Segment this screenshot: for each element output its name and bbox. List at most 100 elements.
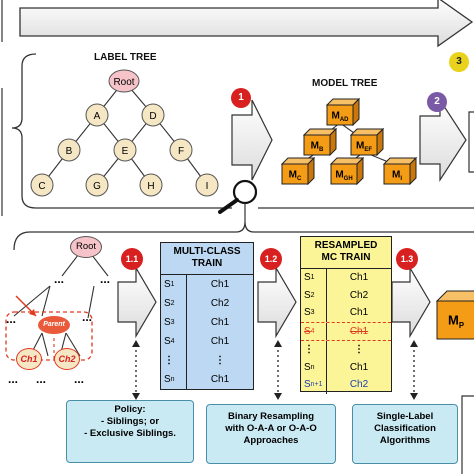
step-1-3-arrow [391, 265, 431, 339]
model-cube-mb: MB [303, 128, 337, 156]
bottom-right-partial-box [461, 395, 474, 474]
detail-ch1-node: Ch1 [16, 348, 42, 370]
tree-node-e: E [113, 138, 137, 162]
sample-id: S [304, 272, 311, 284]
sample-index: 4 [310, 327, 315, 335]
sample-id: S [164, 317, 171, 328]
table-cell-class: Ch2 [349, 289, 369, 301]
tree-node-a: A [85, 103, 109, 127]
detail-ellipsis-right: ... [100, 272, 111, 286]
detail-root-node: Root [70, 236, 102, 258]
model-cube-mef: MEF [350, 128, 384, 156]
sample-index: 4 [170, 338, 175, 345]
policy-box: Policy: - Siblings; or - Exclusive Sibli… [66, 400, 194, 463]
table-cell-sample: ⋮ [161, 351, 187, 370]
detail-parent-node: Parent [38, 316, 70, 334]
detail-tree-edges [13, 245, 109, 357]
svg-text:I: I [206, 181, 209, 192]
detail-ch2-node: Ch2 [54, 348, 80, 370]
sample-id: S [304, 325, 311, 337]
table-cell-class: Ch1 [349, 272, 369, 284]
sample-id: S [304, 379, 311, 391]
label-tree-title: LABEL TREE [94, 52, 157, 63]
tree-node-root-label: Root [113, 77, 134, 88]
table-cell-class: Ch1 [210, 279, 230, 290]
tree-node-f: F [169, 138, 193, 162]
model-cube-mi: MI [383, 157, 417, 185]
resampled-table-title: RESAMPLED MC TRAIN [301, 237, 391, 269]
tree-node-h: H [139, 173, 163, 197]
top-brace [11, 53, 37, 209]
model-label: MI [392, 170, 402, 183]
sample-index: n [170, 376, 175, 383]
sample-index: 2 [170, 300, 175, 307]
table-cell-class: Ch2 [349, 379, 369, 391]
tree-node-c: C [30, 173, 54, 197]
model-cube-mc: MC [281, 157, 315, 185]
right-partial-box [468, 111, 474, 173]
svg-text:D: D [149, 111, 156, 122]
svg-text:C: C [38, 181, 45, 192]
detail-ellipsis-bottom-2: ... [36, 372, 47, 386]
detail-ellipsis-mid: ... [82, 310, 93, 324]
model-cube-mp: MP [436, 290, 474, 340]
table-cell-class: Ch1 [349, 325, 369, 337]
svg-text:A: A [94, 111, 101, 122]
step-badge-1-2: 1.2 [260, 248, 282, 270]
sample-id: S [164, 336, 171, 347]
table-cell-class: Ch1 [210, 374, 230, 385]
tree-node-i: I [195, 173, 219, 197]
step-badge-1-1: 1.1 [121, 248, 143, 270]
model-cube-mad: MAD [326, 98, 360, 126]
step-badge-2: 2 [427, 92, 447, 112]
svg-text:G: G [93, 181, 101, 192]
dotted-connectors [135, 345, 415, 395]
tree-node-b: B [57, 138, 81, 162]
model-subscript: C [297, 176, 302, 182]
model-tree-title: MODEL TREE [312, 78, 378, 89]
sample-index: 1 [310, 274, 315, 282]
sample-id: S [304, 307, 311, 319]
sample-id: S [164, 298, 171, 309]
table-cell-class: Ch1 [349, 307, 369, 319]
tree-node-d: D [141, 103, 165, 127]
step-1-2-arrow [257, 265, 297, 339]
bottom-brace [13, 221, 474, 251]
model-subscript: I [400, 176, 402, 182]
svg-text:E: E [122, 146, 129, 157]
table-cell-sample: ⋮ [301, 341, 327, 359]
sample-index: 3 [310, 309, 315, 317]
sample-index: n [310, 363, 315, 371]
step-badge-3: 3 [449, 52, 469, 72]
model-subscript: AD [340, 117, 349, 123]
table-cell-class: ⋮ [354, 344, 364, 356]
detail-ellipsis-bottom-1: ... [8, 372, 19, 386]
tree-node-root: Root [108, 69, 140, 93]
detail-ellipsis-bottom-3: ... [74, 372, 85, 386]
detail-ellipsis-left: ... [54, 272, 65, 286]
tree-node-g: G [85, 173, 109, 197]
dashed-parent-group [5, 311, 93, 361]
magnifier-icon [218, 179, 258, 214]
table-cell-class: Ch1 [210, 336, 230, 347]
svg-text:F: F [178, 146, 184, 157]
red-pointer-arrowhead [29, 309, 36, 316]
